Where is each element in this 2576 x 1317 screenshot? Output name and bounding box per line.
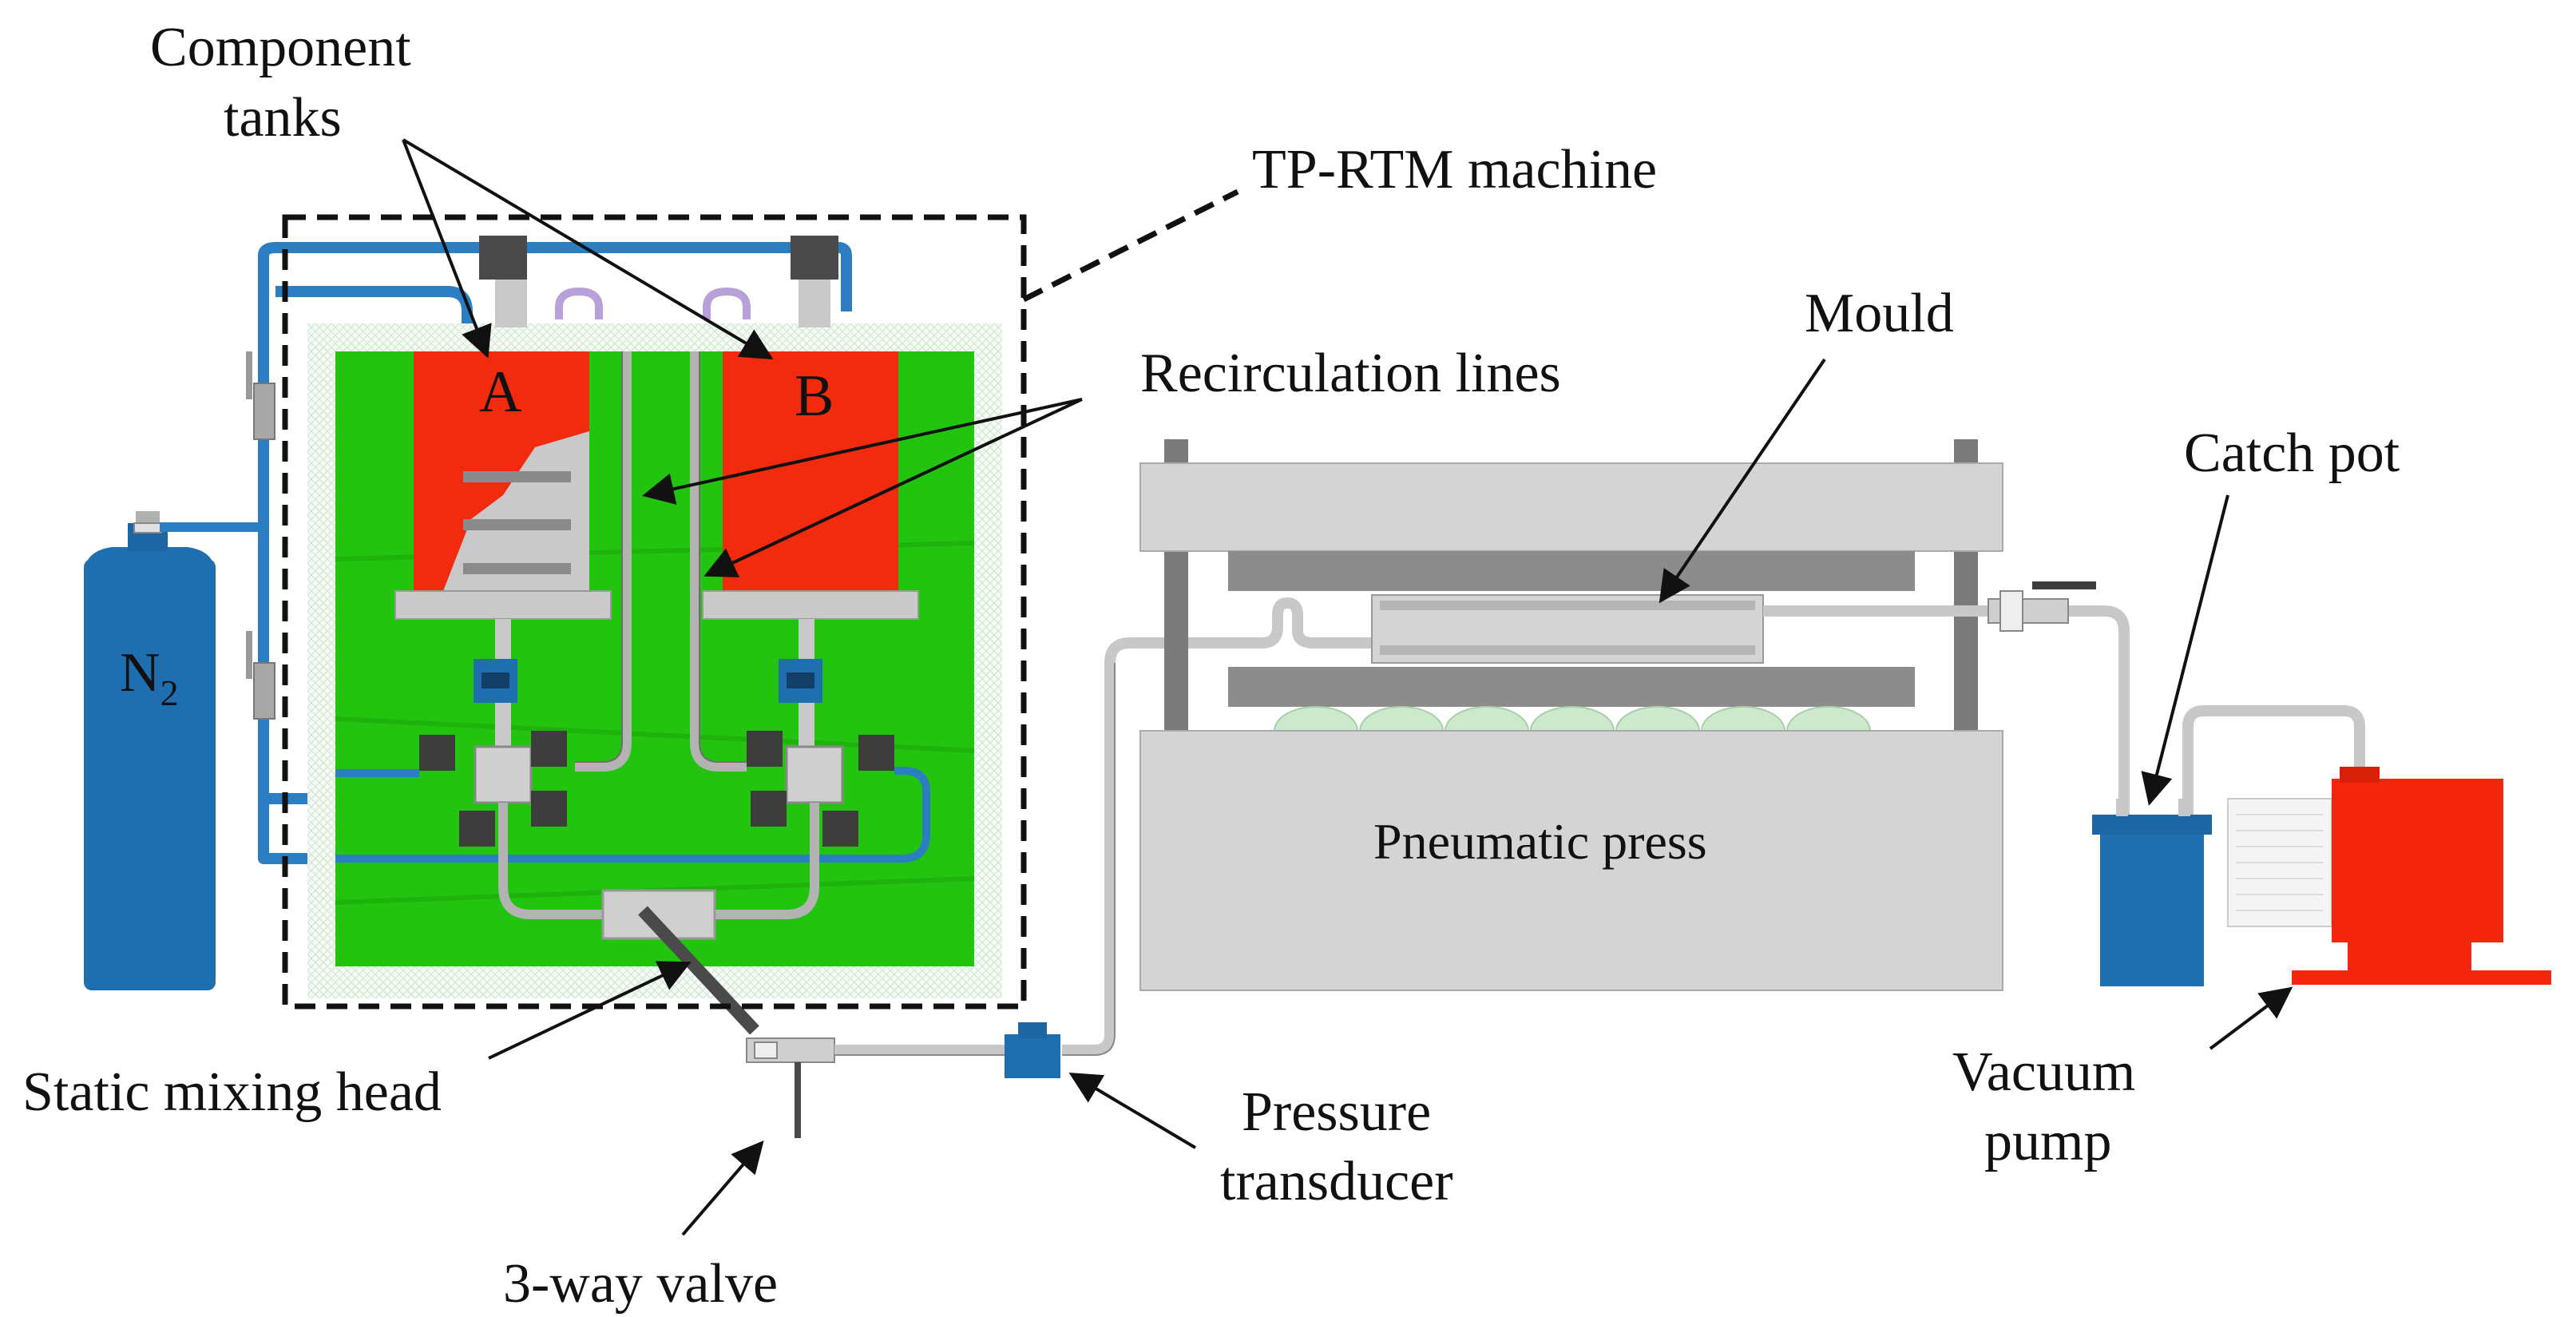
- vacuum-line: [1763, 605, 2365, 815]
- tank-a-label: A: [479, 359, 521, 425]
- recirculation-lines: [575, 351, 747, 772]
- n2-label: N2: [120, 642, 179, 713]
- tp-rtm-machine-leader: [1022, 188, 1239, 303]
- vacuum-line-valve: [1987, 581, 2096, 632]
- metering-unit-b: [779, 619, 822, 751]
- n2-subscript-text: 2: [161, 672, 179, 713]
- three-way-valve: [746, 1037, 835, 1138]
- catch-pot-label: Catch pot: [2184, 422, 2400, 484]
- valve-cluster-a: [419, 731, 567, 847]
- mould-feed-line-edge: [834, 663, 1116, 1056]
- pressure-transducer-label-line2: transducer: [1220, 1151, 1453, 1212]
- catch-pot: [2092, 799, 2212, 986]
- tank-top-fittings: [479, 236, 838, 327]
- pressure-transducer-label-line1: Pressure: [1242, 1081, 1431, 1143]
- vacuum-pump: [2227, 767, 2551, 985]
- three-way-valve-label: 3-way valve: [503, 1253, 778, 1315]
- metering-unit-a: [474, 619, 517, 751]
- vacuum-pump-label-line2: pump: [1984, 1111, 2111, 1172]
- static-mixing-head: [601, 889, 759, 1035]
- pneumatic-press: Pneumatic press: [1139, 439, 2003, 991]
- tank-b-label: B: [795, 363, 834, 429]
- pneumatic-press-label: Pneumatic press: [1373, 813, 1707, 870]
- component-tanks-label-line1: Component: [150, 17, 411, 78]
- pressure-transducer: [1005, 1022, 1060, 1078]
- mould-label: Mould: [1805, 283, 1954, 344]
- valve-cluster-b: [747, 731, 894, 847]
- feed-lines-to-mixer: [498, 803, 819, 919]
- n2-base-text: N: [120, 642, 161, 704]
- component-tank-b: B: [702, 351, 919, 620]
- n2-valve-upper: [246, 351, 275, 440]
- mould-feed-line: [834, 597, 1373, 1056]
- component-tank-a: A: [394, 351, 612, 620]
- recirculation-line-edges: [575, 351, 747, 763]
- recirculation-lines-label: Recirculation lines: [1140, 343, 1561, 404]
- static-mixing-head-label: Static mixing head: [22, 1061, 442, 1123]
- vacuum-pump-label-line1: Vacuum: [1952, 1041, 2135, 1103]
- internal-blue-lines: [335, 767, 930, 863]
- n2-cylinder: N2: [84, 511, 264, 990]
- n2-valve-lower: [246, 631, 275, 720]
- tp-rtm-machine-label: TP-RTM machine: [1252, 139, 1657, 200]
- component-tanks-label-line2: tanks: [224, 87, 342, 149]
- tp-rtm-machine-boundary: [282, 214, 1027, 1010]
- callout-arrows: [402, 138, 2293, 1236]
